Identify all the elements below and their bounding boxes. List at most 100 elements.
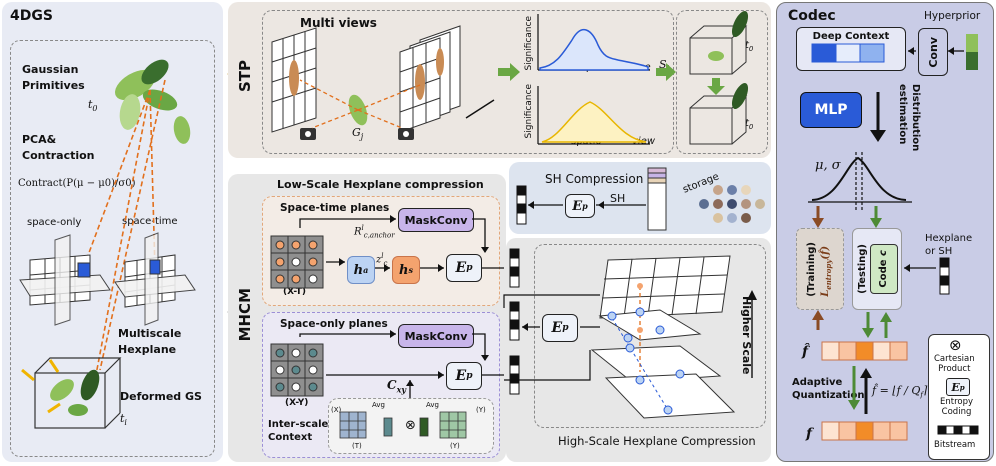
gaussian-leaf-4 xyxy=(119,94,141,130)
space-only-planes-label: Space-only planes xyxy=(280,318,388,330)
t0-label: t0 xyxy=(88,98,98,114)
adaptive-quantization-label: Adaptive Quantization xyxy=(792,377,865,401)
stp-inner xyxy=(262,10,674,154)
legend-bitstream-label: Bitstream xyxy=(934,440,976,450)
codec-title: Codec xyxy=(788,8,836,24)
gaussian-leaf-2 xyxy=(141,59,169,85)
stp-t0-label-2: t0 xyxy=(745,118,754,131)
deep-context-label: Deep Context xyxy=(812,31,890,42)
inter-scale-context-label: Inter-scale Context xyxy=(268,419,329,443)
gaussian-leaf-5 xyxy=(173,116,191,144)
distribution-curve xyxy=(811,156,907,201)
maskconv-box-2: MaskConv xyxy=(398,324,474,348)
zc-label: zlc xyxy=(376,252,388,268)
hyperprior-label: Hyperprior xyxy=(924,10,981,22)
avg-label-2: Avg xyxy=(426,401,439,409)
legend-box xyxy=(928,334,990,460)
stp-green-arrow-1 xyxy=(498,63,520,81)
cube-leaf-3 xyxy=(731,83,749,109)
deformed-gs-label: Deformed GS xyxy=(120,390,202,403)
contract-formula: Contract(P(μ − μ0)/σ0) xyxy=(18,178,136,189)
x-y-label: (X-Y) xyxy=(285,398,309,408)
deep-context-bar xyxy=(811,43,885,63)
sh-spheres xyxy=(699,185,765,223)
panel-4dgs-title: 4DGS xyxy=(10,8,53,24)
higher-scale-label: Higher Scale xyxy=(740,296,753,375)
mini-t-label: (T) xyxy=(352,442,362,450)
bitstream-1 xyxy=(509,248,520,288)
stp-t0-label-1: t0 xyxy=(745,40,754,53)
xy-grid xyxy=(270,343,324,397)
space-time-planes-label: Space-time planes xyxy=(280,202,390,214)
view-figure-3 xyxy=(436,48,444,76)
bitstream-3 xyxy=(509,301,520,341)
storage-stack xyxy=(647,167,667,231)
f-hat-label: f̂ xyxy=(802,344,809,360)
deformed-leaf-2 xyxy=(80,369,100,401)
view-figure-1 xyxy=(289,60,299,96)
panel-4dgs xyxy=(2,2,223,462)
high-scale-title: High-Scale Hexplane Compression xyxy=(558,434,756,448)
high-scale-planes xyxy=(590,255,736,419)
r-anchor-label: Rlc,anchor xyxy=(354,224,395,240)
ti-label: ti xyxy=(120,412,127,428)
testing-box: (Testing) Code c xyxy=(852,228,902,310)
x-t-label: (X-T) xyxy=(283,287,306,297)
legend-bitstream-icon xyxy=(937,425,979,435)
distribution-label: Distribution estimation xyxy=(897,84,921,152)
sh-compression-title: SH Compression xyxy=(545,172,644,186)
stp-green-arrow-down xyxy=(707,78,725,95)
training-box: (Training)Lentropy(f̂) xyxy=(796,228,844,310)
maskconv-box-1: MaskConv xyxy=(398,208,474,232)
mini-y-label-2: (Y) xyxy=(450,442,460,450)
hexplane-or-sh-label: Hexplane or SH xyxy=(925,233,973,257)
stp-green-arrow-2 xyxy=(656,63,676,81)
f-label: f xyxy=(806,426,813,442)
panel-4dgs-inner xyxy=(10,40,215,457)
low-scale-title: Low-Scale Hexplane compression xyxy=(277,178,484,191)
xt-grid xyxy=(270,235,324,289)
space-only-label: space-only xyxy=(27,217,82,228)
f-equation: f̂ = ⌊f / Qf⌉ xyxy=(872,384,928,400)
deformed-leaf-3 xyxy=(68,404,88,416)
temporal-curve xyxy=(539,28,649,71)
f-hat-bar xyxy=(821,341,908,361)
mini-otimes: ⊗ xyxy=(405,418,416,433)
legend-cartesian-label: Cartesian Product xyxy=(934,354,975,374)
panel-stp xyxy=(228,2,771,158)
multi-views-label: Multi views xyxy=(300,16,377,30)
mu-sigma-label: μ, σ xyxy=(815,158,841,173)
legend-otimes: ⊗ xyxy=(949,336,962,354)
f-bar xyxy=(821,421,908,441)
deformed-leaf-1 xyxy=(50,379,74,401)
cube-leaf-2 xyxy=(708,51,724,61)
space-only-grid xyxy=(19,234,111,326)
deformed-gs-cube xyxy=(34,357,122,429)
codec-bitstream-input xyxy=(939,257,950,295)
bitstream-2 xyxy=(509,355,520,395)
code-c-box: Code c xyxy=(869,244,898,294)
panel-sh-compression xyxy=(509,162,771,234)
high-scale-box xyxy=(534,244,766,428)
space-time-label: space-time xyxy=(122,216,178,227)
hyperprior-bar xyxy=(966,34,978,70)
mini-y-label: (Y) xyxy=(476,406,486,414)
avg-label-1: Avg xyxy=(372,401,385,409)
cxy-label: Cxy xyxy=(387,378,406,395)
spatio-curve xyxy=(541,101,647,143)
conv-box: Conv xyxy=(918,28,948,76)
gaussian-primitives-label: Gaussian Primitives xyxy=(22,63,85,92)
view-figure-2 xyxy=(415,64,425,100)
